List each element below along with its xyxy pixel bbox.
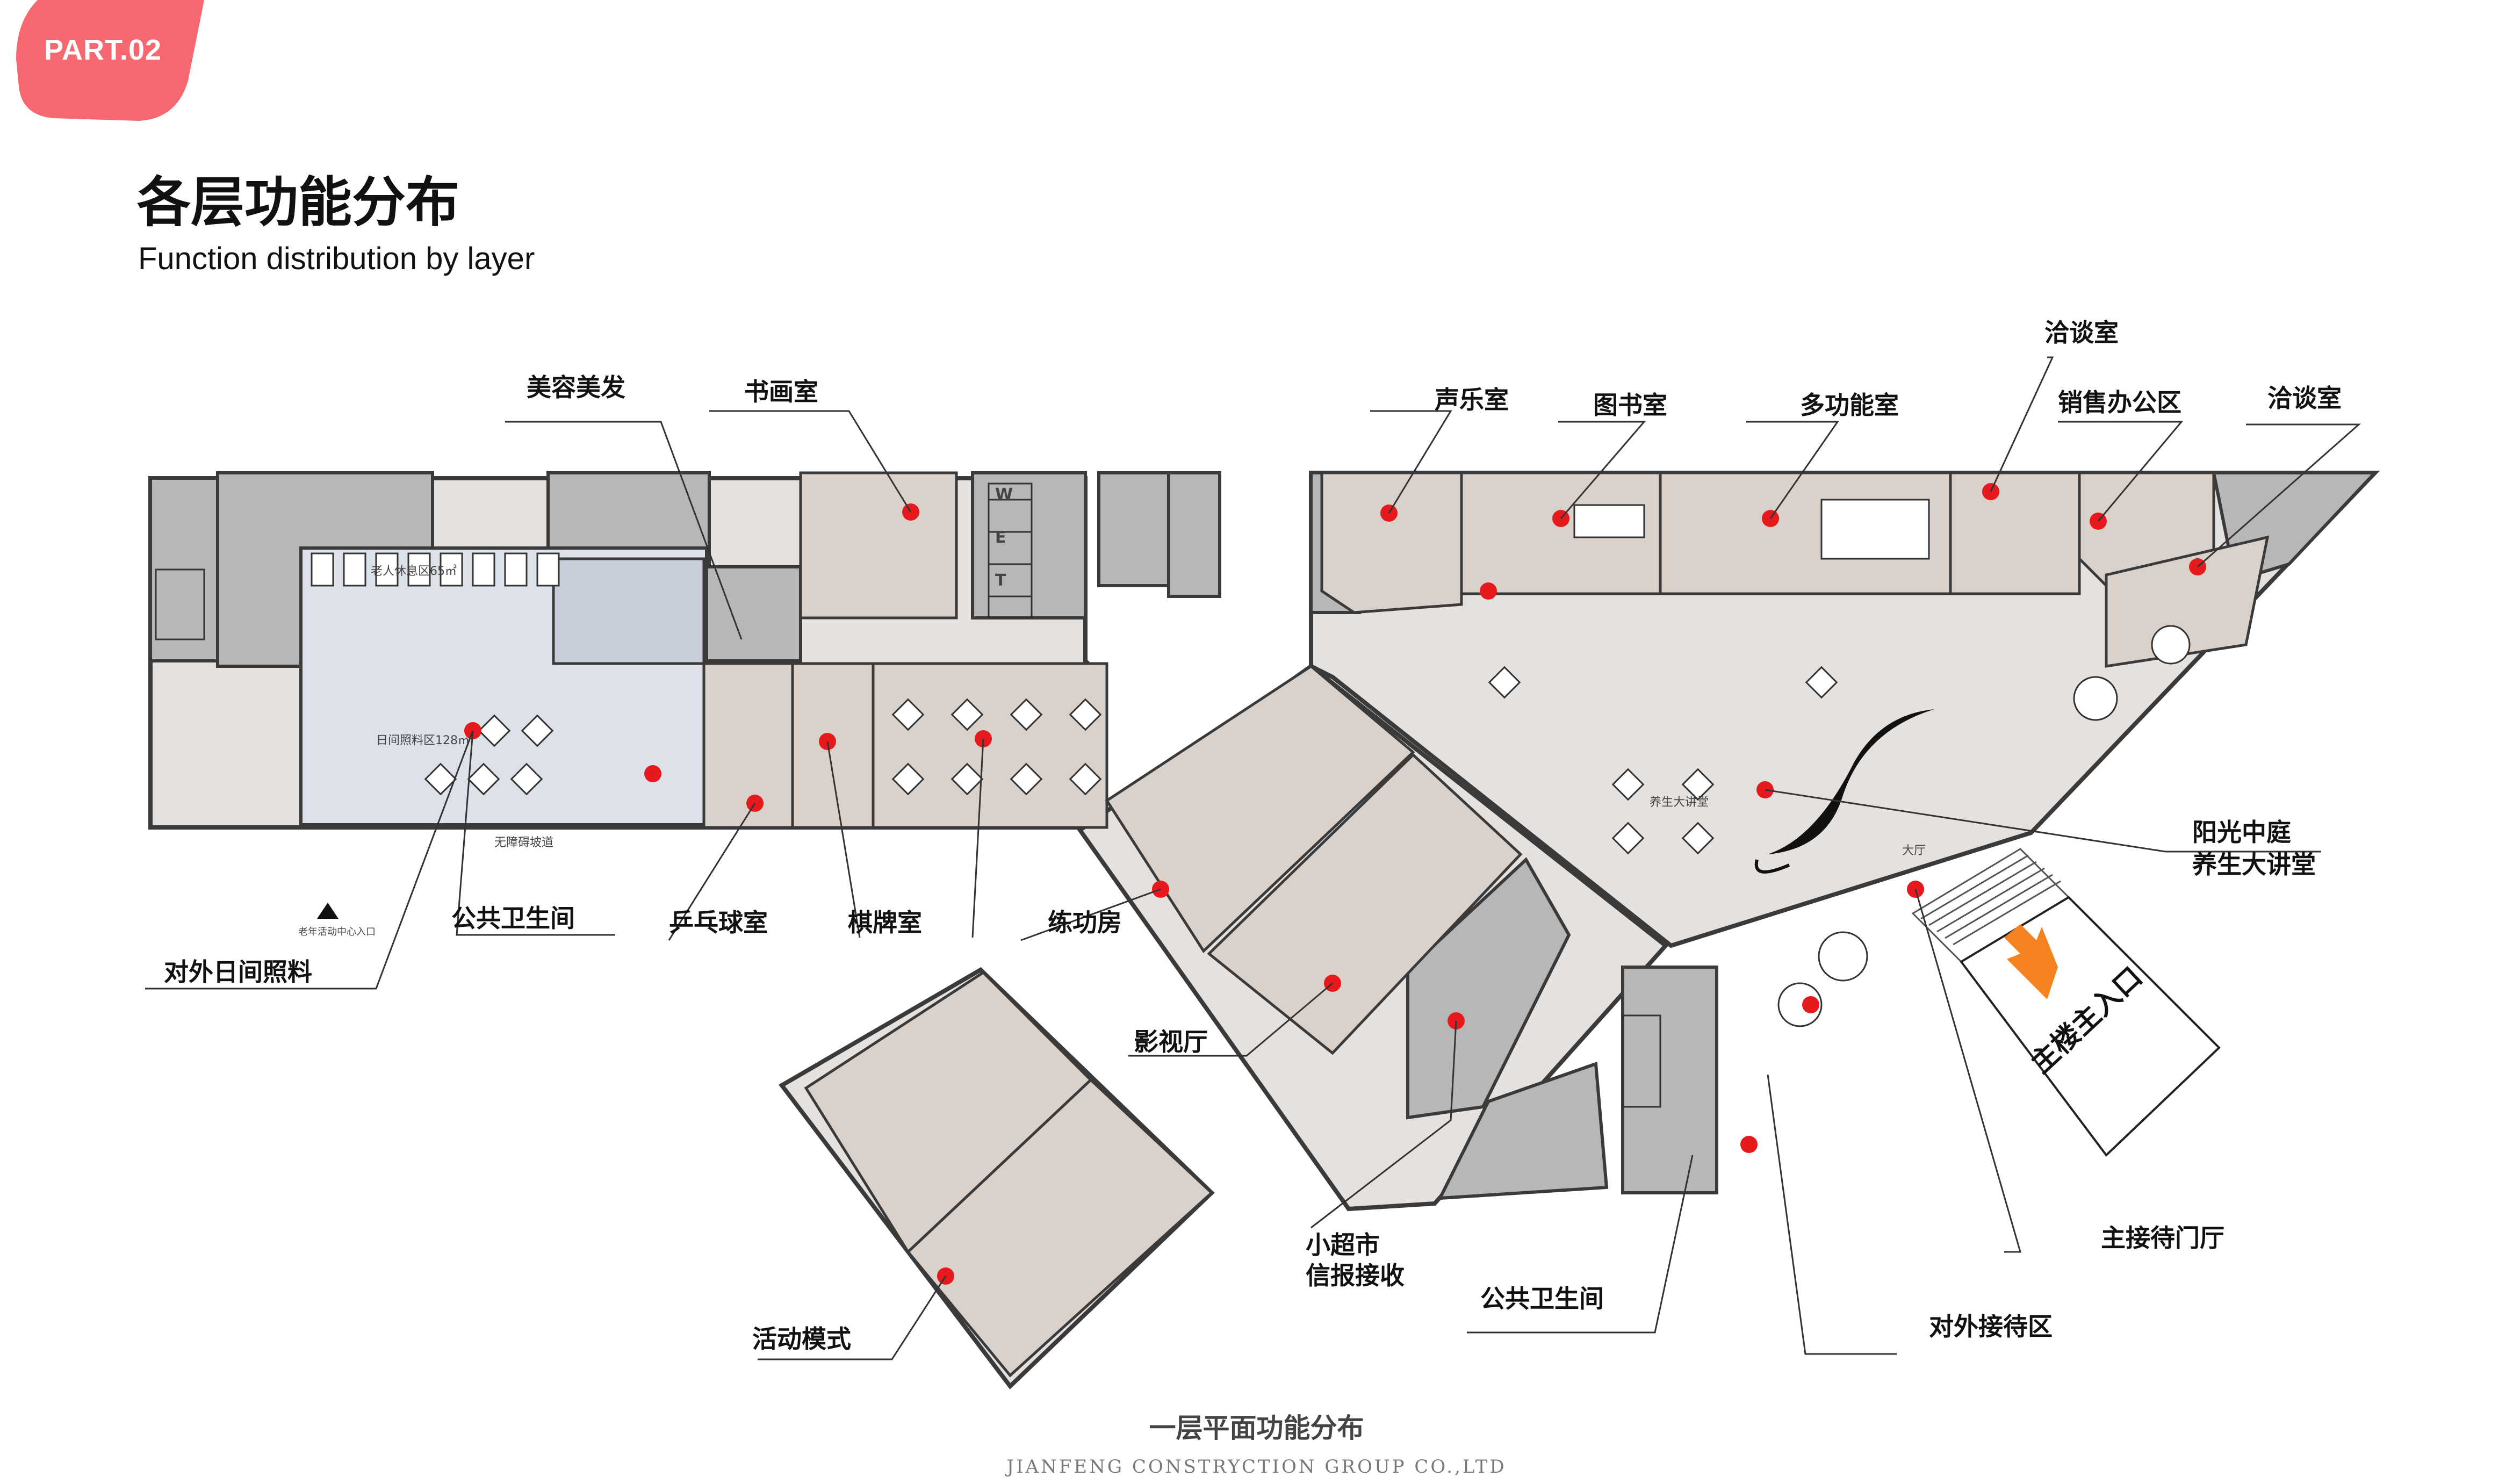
part-badge-label: PART.02 [44, 34, 162, 66]
label-qipai: 棋牌室 [848, 908, 922, 937]
label-xiaoshou: 销售办公区 [2058, 388, 2181, 417]
hall-text: 养生大讲堂 [1650, 796, 1709, 809]
entrance-arrow-icon [2004, 924, 2058, 999]
marker-dot [644, 765, 661, 782]
marker-dot [1802, 996, 1819, 1013]
entrance-steps [1911, 848, 2221, 1157]
company-caption: JIANFENG CONSTRYCTION GROUP CO.,LTD [1006, 1456, 1507, 1478]
atrium-feature [1754, 709, 1934, 874]
furniture-hints [311, 499, 2191, 1027]
leader-lines [145, 356, 2361, 1360]
label-yangguang-line2: 养生大讲堂 [2192, 850, 2316, 879]
marker-dot [1740, 1136, 1758, 1153]
label-chaoshi-line2: 信报接收 [1306, 1261, 1405, 1290]
label-yangguang-line1: 阳光中庭 [2192, 818, 2291, 847]
day-care-area-text: 日间照料区128㎡ [376, 733, 470, 747]
elevator-letter-e: E [995, 528, 1006, 547]
page-subtitle: Function distribution by layer [138, 241, 535, 276]
old-rest-room [552, 557, 705, 665]
label-tushu: 图书室 [1593, 391, 1667, 420]
lobby-text: 大厅 [1902, 844, 1926, 858]
label-duiwai-jiedai: 对外接待区 [1929, 1312, 2053, 1341]
label-huodong: 活动模式 [752, 1324, 851, 1353]
label-meirong-meifa: 美容美发 [527, 373, 625, 402]
label-duogongneng: 多功能室 [1800, 391, 1899, 420]
marker-dot [1480, 582, 1497, 600]
label-qiatan-right: 洽谈室 [2267, 384, 2342, 413]
label-zhujiedai: 主接待门厅 [2101, 1223, 2224, 1252]
old-rest-area-text: 老人休息区65㎡ [371, 564, 457, 578]
label-duiwai-rijian: 对外日间照料 [164, 957, 312, 986]
label-chaoshi-line1: 小超市 [1306, 1230, 1380, 1259]
label-pingpang: 乒乓球室 [669, 908, 768, 937]
barrier-free-text: 无障碍坡道 [494, 836, 553, 849]
label-yingshi: 影视厅 [1134, 1027, 1208, 1056]
elevator-letter-t: T [995, 571, 1006, 590]
label-ggws-bottom: 公共卫生间 [1480, 1284, 1604, 1313]
ramp-entrance-text: 老年活动中心入口 [298, 926, 376, 938]
label-ggws-left: 公共卫生间 [451, 904, 575, 933]
label-shuhua: 书画室 [744, 377, 818, 406]
part-badge-shape [16, 0, 204, 121]
label-qiatan-top: 洽谈室 [2044, 318, 2119, 347]
elevator-letter-w: W [995, 485, 1013, 504]
page-title: 各层功能分布 [137, 171, 459, 234]
plan-caption: 一层平面功能分布 [1149, 1412, 1364, 1444]
label-shengyue: 声乐室 [1435, 385, 1509, 414]
label-liangong: 练功房 [1048, 908, 1122, 937]
stair-cores [155, 482, 1661, 1108]
entrance-triangle-icon [317, 903, 339, 919]
